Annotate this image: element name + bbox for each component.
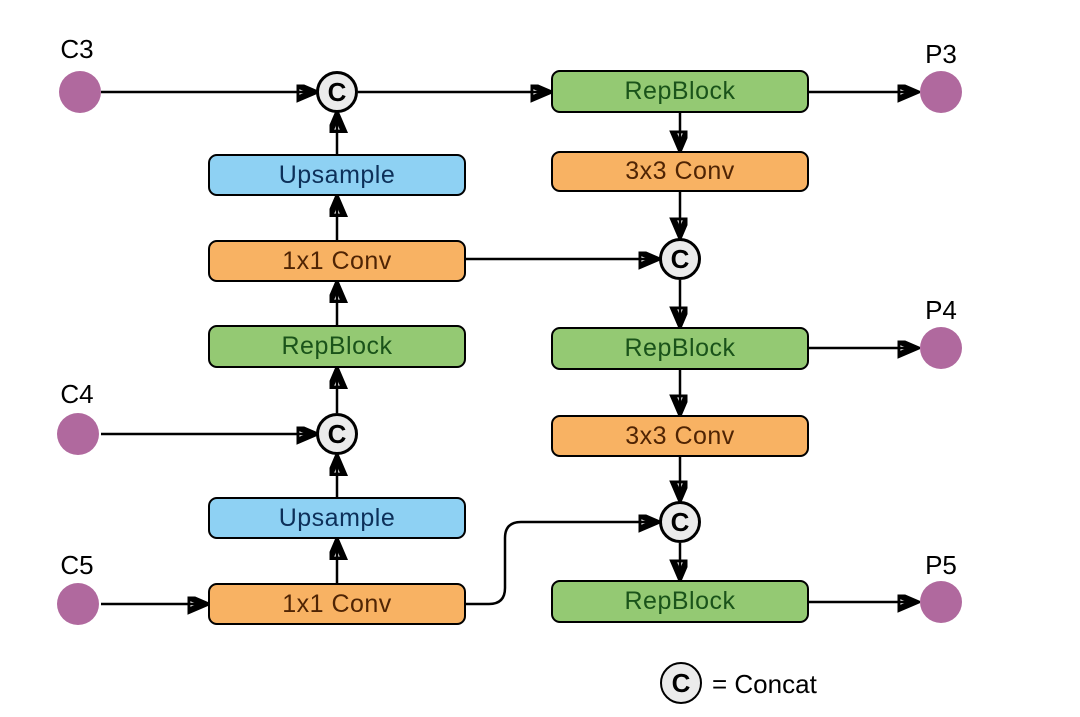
- block-upsample-bottom: Upsample: [208, 497, 466, 539]
- legend-text: = Concat: [712, 669, 817, 699]
- input-label-c4: C4: [60, 379, 94, 409]
- edge-conv1x1-bottom-to-concat4: [465, 522, 654, 606]
- output-label-p5: P5: [925, 550, 957, 580]
- output-node-p3: [920, 71, 962, 113]
- input-node-c4: [57, 413, 99, 455]
- output-node-p5: [920, 581, 962, 623]
- block-conv3x3-bottom: 3x3 Conv: [551, 415, 809, 457]
- block-repblock-p3: RepBlock: [551, 70, 809, 113]
- concat-node-mid-right: C: [659, 238, 701, 280]
- block-upsample-top: Upsample: [208, 154, 466, 196]
- concat-node-bottom-right: C: [659, 501, 701, 543]
- block-conv3x3-top: 3x3 Conv: [551, 151, 809, 192]
- block-repblock-left: RepBlock: [208, 325, 466, 368]
- input-node-c3: [59, 71, 101, 113]
- output-node-p4: [920, 327, 962, 369]
- concat-node-top-left: C: [316, 71, 358, 113]
- block-conv1x1-top: 1x1 Conv: [208, 240, 466, 282]
- legend-concat-symbol: C: [660, 662, 702, 704]
- block-repblock-p4: RepBlock: [551, 327, 809, 370]
- concat-node-c4-row: C: [316, 413, 358, 455]
- input-label-c3: C3: [60, 34, 94, 64]
- block-repblock-p5: RepBlock: [551, 580, 809, 623]
- input-label-c5: C5: [60, 550, 94, 580]
- output-label-p4: P4: [925, 295, 957, 325]
- output-label-p3: P3: [925, 39, 957, 69]
- input-node-c5: [57, 583, 99, 625]
- block-conv1x1-bottom: 1x1 Conv: [208, 583, 466, 625]
